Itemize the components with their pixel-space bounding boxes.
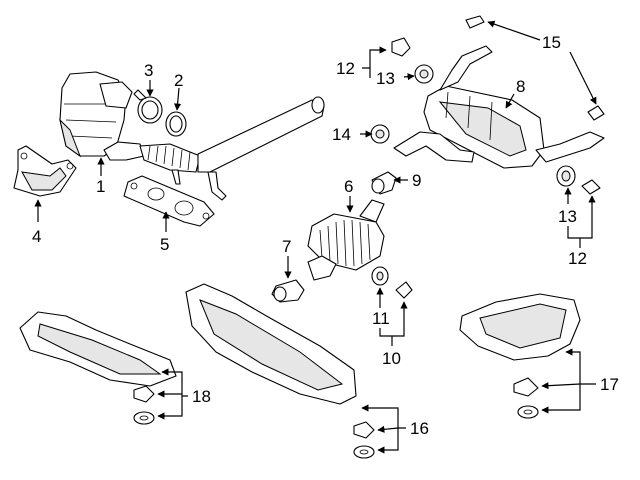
heat-shield-nut-17-part[interactable] [513,377,539,397]
hanger-bracket-12-top-part[interactable] [391,37,411,57]
heat-shield-bracket-part[interactable] [13,145,77,197]
gasket-ring-part[interactable] [165,111,187,137]
hanger-11-part[interactable] [371,266,389,286]
heat-shield-washer-18-part[interactable] [133,411,155,425]
callout-3: 3 [144,61,153,80]
callout-8: 8 [516,77,525,96]
callout-labels: 1 2 3 4 5 6 7 8 9 10 11 12 12 13 13 14 1… [32,33,619,438]
callout-12-right: 12 [568,249,587,268]
catalytic-converter-part[interactable] [59,71,145,161]
callout-2: 2 [174,71,183,90]
callout-11: 11 [372,309,390,328]
heat-shield-nut-18-part[interactable] [133,385,155,403]
callout-15: 15 [542,33,561,52]
front-pipe-part[interactable] [139,96,325,201]
callout-5: 5 [160,235,169,254]
leader-lines [34,20,597,454]
hanger-bracket-12-right-part[interactable] [581,179,601,195]
callout-18: 18 [192,387,211,406]
heat-shield-washer-17-part[interactable] [517,405,539,419]
heat-shield-nut-16-part[interactable] [353,421,375,439]
connector-pipe-part[interactable] [371,171,397,195]
pipe-connector-part[interactable] [271,279,305,303]
exhaust-tip-15-upper-part[interactable] [465,15,485,29]
center-heat-shield-part[interactable] [185,283,357,405]
callout-7: 7 [282,237,291,256]
manifold-gasket-part[interactable] [123,175,215,227]
right-heat-shield-part[interactable] [459,293,581,361]
hanger-bracket-10-part[interactable] [395,281,413,299]
callout-6: 6 [344,177,353,196]
left-heat-shield-part[interactable] [19,311,177,387]
callout-1: 1 [96,177,105,196]
callout-13-right: 13 [558,207,577,226]
callout-12-top: 12 [336,59,355,78]
clamp-part[interactable] [133,89,163,124]
hanger-13-right-part[interactable] [556,165,576,187]
callout-4: 4 [32,227,41,246]
callout-9: 9 [412,171,421,190]
hanger-14-part[interactable] [370,124,390,144]
callout-13-top: 13 [376,69,395,88]
callout-17: 17 [600,375,619,394]
callout-14: 14 [332,125,351,144]
center-resonator-part[interactable] [307,199,385,281]
callout-16: 16 [410,419,429,438]
heat-shield-washer-16-part[interactable] [353,445,375,459]
callout-10: 10 [382,349,401,368]
hanger-13-top-part[interactable] [414,64,434,84]
rear-muffler-part[interactable] [393,45,605,169]
exhaust-tip-15-lower-part[interactable] [587,105,605,121]
